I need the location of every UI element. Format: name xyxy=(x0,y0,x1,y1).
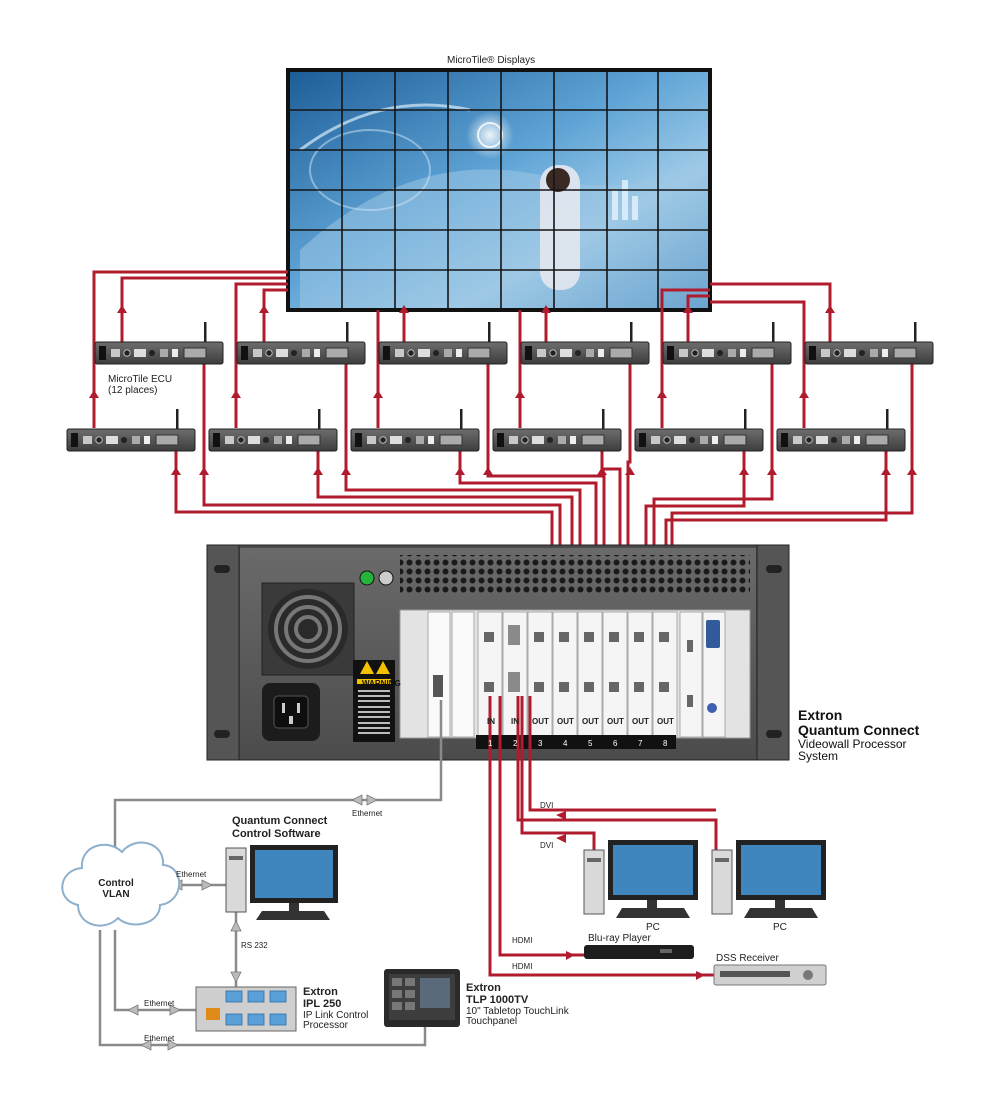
ipl-name: IPL 250 xyxy=(303,998,342,1010)
processor-brand: Extron xyxy=(798,707,843,723)
slot-5-io: OUT xyxy=(582,717,599,726)
ethernet-label-processor: Ethernet xyxy=(352,809,383,818)
slot-3-number: 3 xyxy=(538,739,543,748)
wall-ecu-cables xyxy=(92,270,832,428)
processor-desc-1: Videowall Processor xyxy=(798,737,907,751)
videowall-title: MicroTile® Displays xyxy=(447,55,536,66)
tlp-desc-1: 10" Tabletop TouchLink xyxy=(466,1006,569,1017)
slot-6-io: OUT xyxy=(607,717,624,726)
slot-8-number: 8 xyxy=(663,739,668,748)
pc-label-2: PC xyxy=(773,922,787,933)
dvi-label-1: DVI xyxy=(540,801,554,810)
hdmi-label-1: HDMI xyxy=(512,936,533,945)
bluray-label: Blu-ray Player xyxy=(588,933,651,944)
source-pc-2 xyxy=(711,840,826,918)
source-cable-arrows xyxy=(556,811,705,980)
ecu-processor-arrows xyxy=(171,467,917,475)
vlan-label-1: Control xyxy=(98,878,134,889)
dss-label: DSS Receiver xyxy=(716,953,779,964)
ipl-desc-2: Processor xyxy=(303,1020,349,1031)
ipl-desc-1: IP Link Control xyxy=(303,1010,369,1021)
microtile-videowall xyxy=(286,68,712,312)
ethernet-label-tlp: Ethernet xyxy=(144,1034,175,1043)
hdmi-label-2: HDMI xyxy=(512,962,533,971)
tlp-name: TLP 1000TV xyxy=(466,994,529,1006)
vlan-label-2: VLAN xyxy=(102,889,130,900)
slot-8-io: OUT xyxy=(657,717,674,726)
control-software-computer xyxy=(225,845,338,920)
slot-4-io: OUT xyxy=(557,717,574,726)
wall-ecu-arrows xyxy=(89,305,835,398)
tlp-1000tv-touchpanel xyxy=(384,969,460,1027)
slot-4-number: 4 xyxy=(563,739,568,748)
software-title-2: Control Software xyxy=(232,828,321,840)
pc-label-1: PC xyxy=(646,922,660,933)
ecu-label: MicroTile ECU xyxy=(108,374,173,385)
rs232-label: RS 232 xyxy=(241,941,268,950)
warning-label: WARNING xyxy=(362,679,401,688)
slot-1-number: 1 xyxy=(488,739,493,748)
ipl-brand: Extron xyxy=(303,986,338,998)
ethernet-label-ipl: Ethernet xyxy=(144,999,175,1008)
dss-receiver xyxy=(713,964,827,986)
software-title-1: Quantum Connect xyxy=(232,815,328,827)
control-cables xyxy=(98,700,443,1047)
source-cables xyxy=(488,696,718,977)
slot-7-number: 7 xyxy=(638,739,643,748)
processor-desc-2: System xyxy=(798,749,839,763)
slot-5-number: 5 xyxy=(588,739,593,748)
slot-6-number: 6 xyxy=(613,739,618,748)
processor-name: Quantum Connect xyxy=(798,722,920,738)
bluray-player xyxy=(584,945,694,959)
slot-2-io: IN xyxy=(511,717,519,726)
dvi-label-2: DVI xyxy=(540,841,554,850)
tlp-desc-2: Touchpanel xyxy=(466,1016,518,1027)
microtile-ecu xyxy=(94,322,224,365)
ecu-count-label: (12 places) xyxy=(108,385,158,396)
slot-2-number: 2 xyxy=(513,739,518,748)
quantum-connect-chassis xyxy=(206,544,790,761)
slot-7-io: OUT xyxy=(632,717,649,726)
control-vlan-cloud xyxy=(61,841,181,927)
ipl-250-device xyxy=(195,986,297,1032)
source-pc-1 xyxy=(583,840,698,918)
slot-3-io: OUT xyxy=(532,717,549,726)
ethernet-label-software: Ethernet xyxy=(176,870,207,879)
slot-1-io: IN xyxy=(487,717,495,726)
ecu-units xyxy=(66,321,934,452)
tlp-brand: Extron xyxy=(466,982,501,994)
